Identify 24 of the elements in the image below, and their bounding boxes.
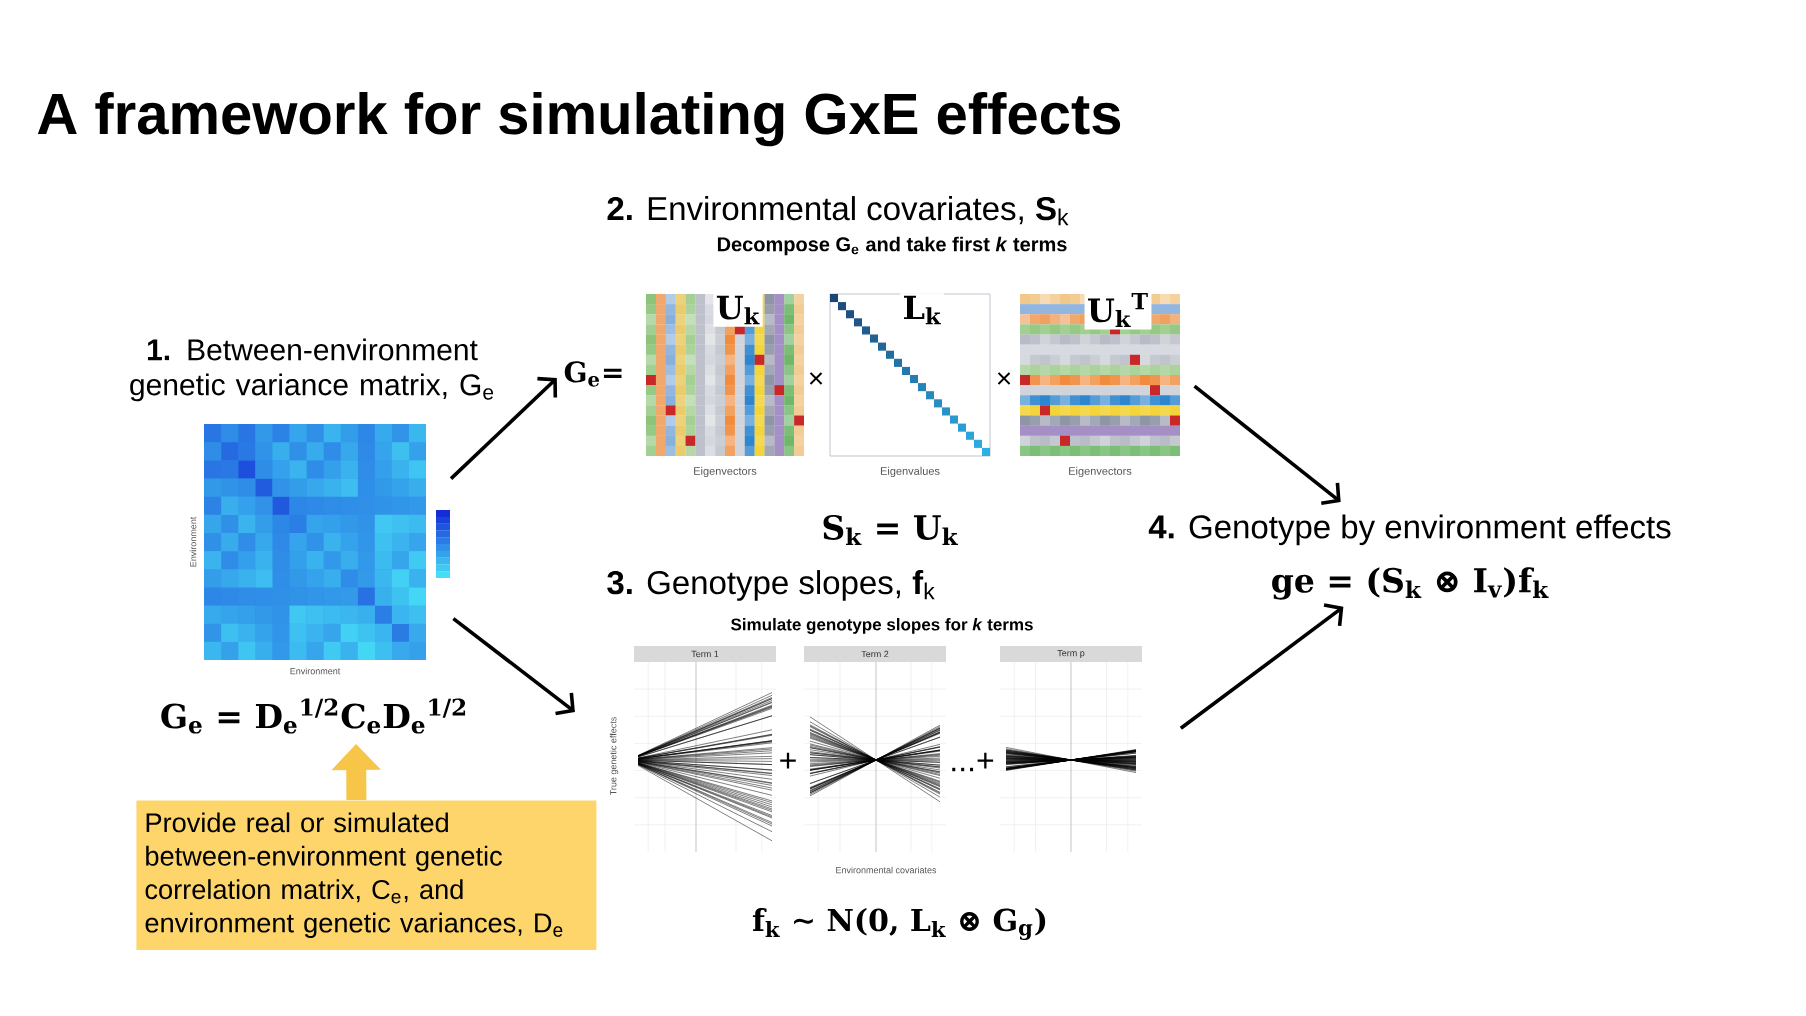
arrow [1179,603,1344,730]
formula: ge = (S$_{k}$ ⊗ I$_{v}$)f$_{k}$ [1272,567,1549,600]
arrow [449,376,558,480]
plus-sign: + [780,752,796,769]
step-heading: 2. Environmental covariates, S$_{k}$ [607,196,1069,226]
title: A framework for simulating GxE effects [37,91,1121,147]
matrix-label: U$_{k}$T [1084,290,1152,330]
subtitle: Decompose G$_{e}$ and take first k terms [717,236,1067,256]
times-sign: × [997,372,1011,385]
subtitle: Simulate genotype slopes for k terms [731,618,1033,634]
formula: f$_{k}$ ∼ N(0, L$_{k}$ ⊗ G$_{g}$) [752,908,1046,940]
matrix-label: U$_{k}$ [713,293,763,327]
step-heading: 1. Between-environment genetic variance matrix, G$_{e}$ [130,338,494,402]
step-heading: 3. Genotype slopes, f$_{k}$ [607,570,935,601]
formula: G$_{e}$ = D$_{e}$$^{1/2}$C$_{e}$D$_{e}$1/2 [161,698,466,734]
formula: S$_{k}$ = U$_{k}$ [823,514,959,546]
note-box: Provide real or simulated between-environment genetic correlation matrix, C$_{e}$, and environment genetic variances, D$_{e}$ [136,800,597,950]
arrow [1193,384,1341,506]
matrix-label: L$_{k}$ [900,293,944,327]
plus-sign: ...+ [952,752,994,772]
formula: G$_{e}$= [564,361,622,387]
arrow [452,617,575,716]
times-sign: × [809,372,823,385]
step-heading: 4. Genotype by environment effects [1148,514,1671,546]
